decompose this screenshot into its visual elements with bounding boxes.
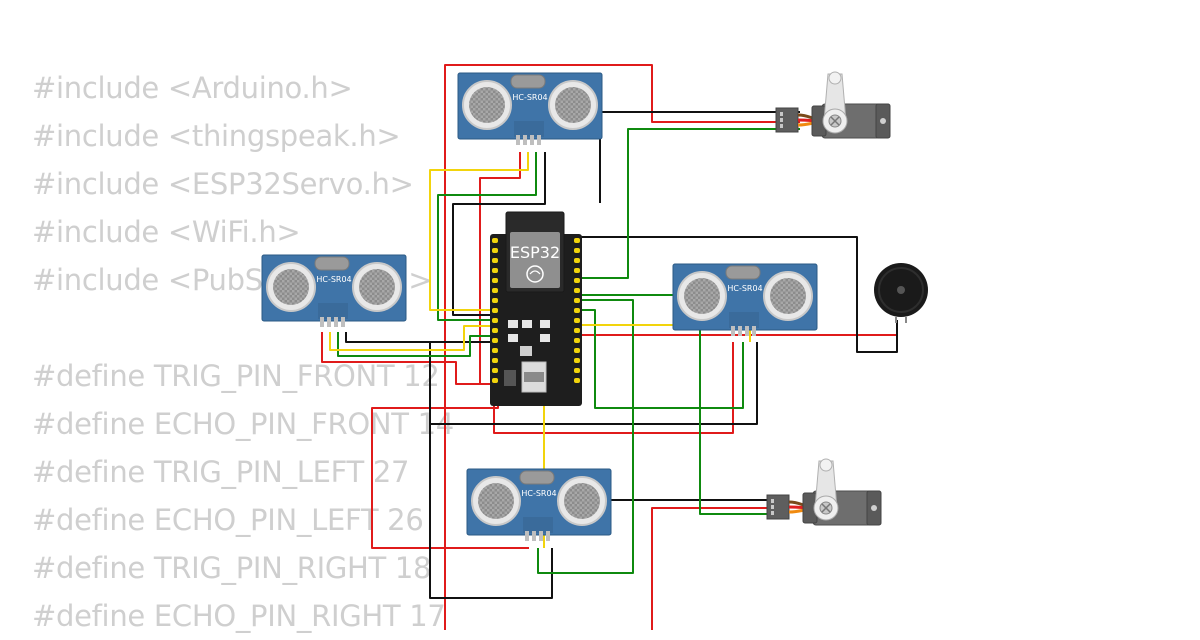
wire-black-left-gnd[interactable] — [345, 332, 494, 343]
code-line-include-wifi: #include <WiFi.h> — [32, 215, 301, 249]
wire-red-right-vcc[interactable] — [493, 342, 734, 434]
ultrasonic-sensor-left[interactable]: HC-SR04 — [261, 254, 407, 328]
esp32-chip-icon — [526, 265, 544, 283]
servo-motor-icon — [765, 457, 883, 527]
servo-motor-icon — [774, 70, 892, 140]
code-background: #include <Arduino.h> #include <thingspea… — [32, 64, 454, 640]
wire-red-servo-bottom[interactable] — [651, 507, 770, 630]
servo-motor-bottom[interactable] — [765, 457, 883, 527]
code-line-include-thingspeak: #include <thingspeak.h> — [32, 119, 401, 153]
sensor-bottom-label: HC-SR04 — [521, 489, 556, 498]
sensor-right-label: HC-SR04 — [727, 284, 762, 293]
esp32-board[interactable]: ESP32 — [490, 211, 582, 406]
ultrasonic-sensor-front[interactable]: HC-SR04 — [457, 72, 603, 146]
buzzer[interactable] — [874, 263, 928, 323]
code-line-include-esp32servo: #include <ESP32Servo.h> — [32, 167, 414, 201]
wire-black-servo-top[interactable] — [599, 111, 800, 203]
wire-red-left-vcc[interactable] — [321, 332, 498, 385]
wire-green-front-echo[interactable] — [437, 152, 537, 321]
wire-green-servo-top[interactable] — [578, 128, 800, 279]
wire-yellow-left-trig[interactable] — [329, 325, 494, 351]
ultrasonic-sensor-bottom[interactable]: HC-SR04 — [466, 468, 612, 542]
wire-green-bottom-echo[interactable] — [537, 299, 634, 574]
servo-motor-top[interactable] — [774, 70, 892, 140]
esp32-label: ESP32 — [510, 243, 560, 262]
code-line-include-arduino: #include <Arduino.h> — [32, 71, 353, 105]
sensor-front-label: HC-SR04 — [512, 93, 547, 102]
wire-green-left-echo[interactable] — [337, 332, 494, 357]
code-line-echo-right: #define ECHO_PIN_RIGHT 17 — [32, 599, 446, 633]
wire-black-front-gnd[interactable] — [452, 152, 546, 316]
code-line-trig-front: #define TRIG_PIN_FRONT 12 — [32, 359, 440, 393]
wire-green-right-echo[interactable] — [578, 309, 744, 409]
wire-yellow-front-trig[interactable] — [429, 152, 529, 311]
ultrasonic-sensor-right[interactable]: HC-SR04 — [672, 263, 818, 337]
code-line-echo-front: #define ECHO_PIN_FRONT 14 — [32, 407, 454, 441]
wire-layer — [321, 64, 898, 630]
code-line-trig-left: #define TRIG_PIN_LEFT 27 — [32, 455, 410, 489]
code-line-trig-right: #define TRIG_PIN_RIGHT 18 — [32, 551, 432, 585]
wire-black-buzzer-gnd[interactable] — [578, 236, 898, 353]
wire-red-servo-top[interactable] — [444, 64, 800, 630]
sensor-left-label: HC-SR04 — [316, 275, 351, 284]
wire-black-right-gnd[interactable] — [429, 342, 758, 425]
code-line-echo-left: #define ECHO_PIN_LEFT 26 — [32, 503, 424, 537]
wire-green-servo-bottom[interactable] — [578, 294, 770, 515]
